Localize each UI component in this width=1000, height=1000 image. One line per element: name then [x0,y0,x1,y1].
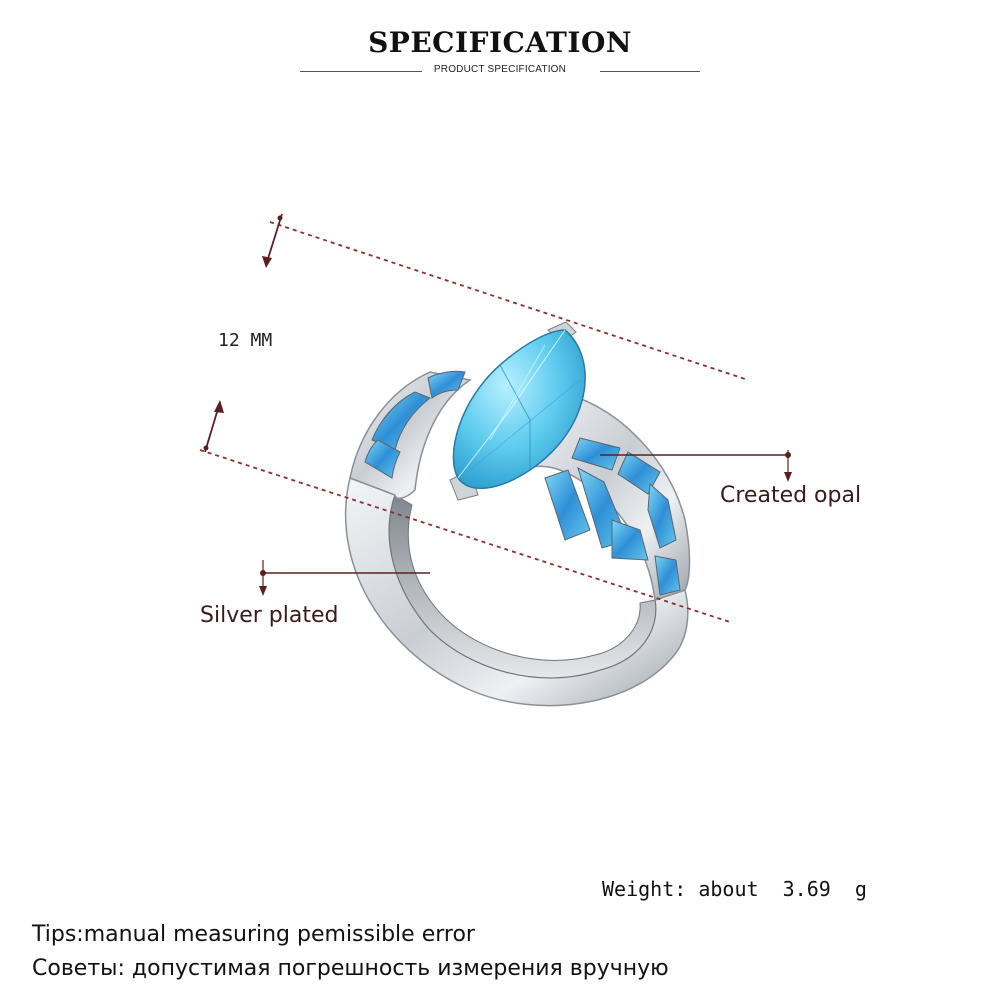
tips-russian: Советы: допустимая погрешность измерения… [32,956,669,981]
subtitle-divider-right [600,71,700,72]
subtitle-row: PRODUCT SPECIFICATION [300,64,700,80]
subtitle-divider-left [300,71,422,72]
right-shoulder [518,394,691,602]
leader-lines [259,450,792,596]
size-label: 12 MM [218,330,273,351]
stone-material-label: Created opal [720,483,862,508]
dimension-lines [199,213,749,623]
left-shoulder [349,370,472,500]
metal-material-label: Silver plated [200,603,339,628]
tips-english: Tips:manual measuring pemissible error [32,922,475,947]
marquise-center-stone [452,329,586,490]
page-subtitle: PRODUCT SPECIFICATION [433,64,567,75]
page-title: SPECIFICATION [368,26,632,59]
weight-text: Weight: about 3.69 g [602,877,867,901]
